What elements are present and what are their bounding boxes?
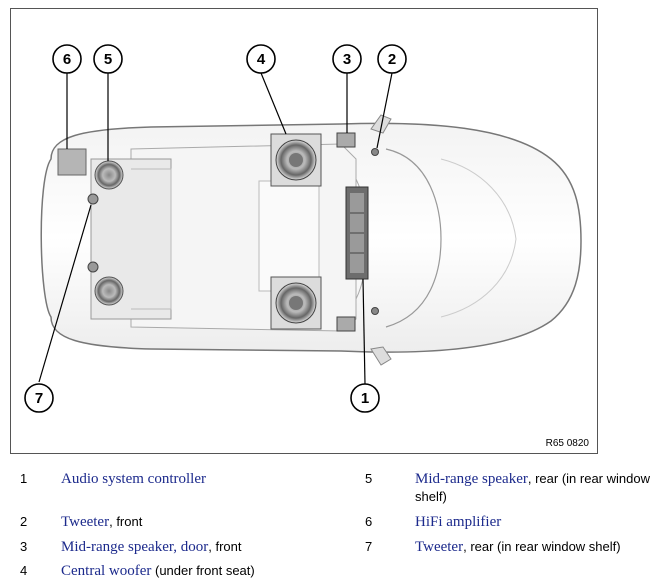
- audio-system-controller: [345, 186, 369, 280]
- svg-text:7: 7: [35, 390, 43, 407]
- rear-midrange-speaker-right: [94, 276, 124, 306]
- legend: 1 Audio system controller 2 Tweeter, fro…: [20, 471, 650, 579]
- car-audio-diagram: 6 5 4 3 2 1 7 R65 0820: [10, 8, 598, 454]
- callout-3: 3: [332, 44, 362, 74]
- svg-text:6: 6: [63, 51, 71, 68]
- svg-text:5: 5: [104, 51, 112, 68]
- hifi-amplifier: [57, 148, 87, 176]
- svg-text:1: 1: [361, 390, 369, 407]
- callout-2: 2: [377, 44, 407, 74]
- callout-4: 4: [246, 44, 276, 74]
- figure-reference: R65 0820: [545, 438, 589, 449]
- callout-7: 7: [24, 383, 54, 413]
- central-woofer-bottom: [270, 276, 322, 330]
- central-woofer-top: [270, 133, 322, 187]
- callout-5: 5: [93, 44, 123, 74]
- front-tweeter-top: [371, 148, 379, 156]
- rear-midrange-speaker-left: [94, 160, 124, 190]
- door-midrange-speaker-top: [336, 132, 356, 148]
- svg-text:3: 3: [343, 51, 351, 68]
- front-tweeter-bottom: [371, 307, 379, 315]
- door-midrange-speaker-bottom: [336, 316, 356, 332]
- svg-text:2: 2: [388, 51, 396, 68]
- svg-text:4: 4: [257, 51, 266, 68]
- car-top-view: 6 5 4 3 2 1 7: [24, 44, 582, 413]
- rear-tweeter-left: [87, 193, 99, 205]
- callout-1: 1: [350, 383, 380, 413]
- rear-tweeter-right: [87, 261, 99, 273]
- callout-6: 6: [52, 44, 82, 74]
